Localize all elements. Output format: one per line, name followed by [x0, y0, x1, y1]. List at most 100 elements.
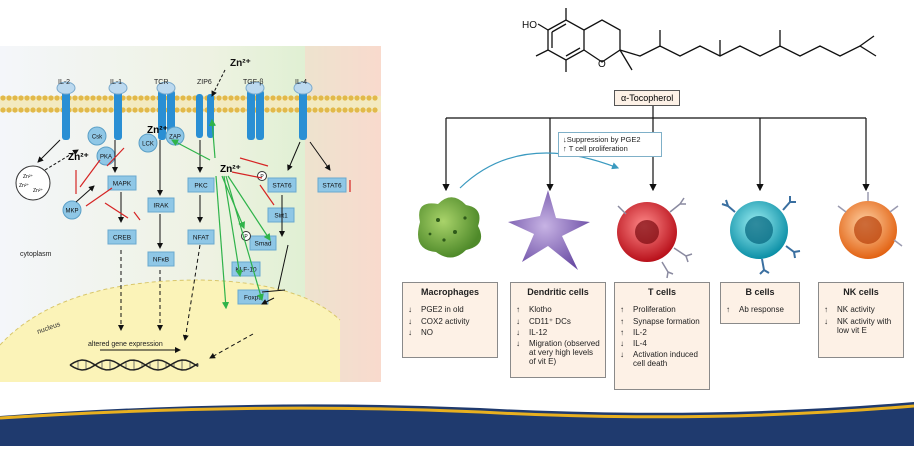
lipid-head	[90, 95, 96, 101]
lipid-head	[102, 107, 108, 113]
svg-text:NFAT: NFAT	[193, 235, 209, 242]
node-0: MAPK	[107, 175, 137, 191]
lipid-head	[174, 95, 180, 101]
lipid-head	[372, 95, 378, 101]
svg-text:KLF-10: KLF-10	[235, 267, 257, 274]
effect-row: ↓Migration (observed at very high levels…	[516, 339, 600, 367]
lipid-head	[222, 95, 228, 101]
nucleus-membrane	[0, 279, 341, 346]
effect-row: ↓NO	[408, 328, 492, 337]
receptor-0: IL-2	[56, 79, 76, 140]
effect-direction: ↑	[620, 327, 624, 337]
lipid-head	[348, 95, 354, 101]
lipid-head	[24, 107, 30, 113]
node-8: NFAT	[187, 229, 215, 245]
b-cell-icon	[721, 196, 801, 275]
dna-icon	[69, 359, 199, 371]
lipid-head	[0, 107, 6, 113]
effect-direction: ↑	[620, 305, 624, 315]
receptor-5: IL-4	[293, 79, 313, 140]
footer-wave	[0, 402, 914, 446]
svg-text:Smad: Smad	[255, 241, 272, 248]
receptor-label-0: IL-2	[58, 79, 70, 86]
node-3: STAT6	[267, 177, 297, 193]
alpha-tocopherol-label: α-Tocopherol	[614, 90, 681, 106]
lipid-head	[240, 95, 246, 101]
lipid-head	[96, 107, 102, 113]
lipid-head	[36, 95, 42, 101]
svg-text:IRAK: IRAK	[153, 203, 169, 210]
lipid-head	[366, 95, 372, 101]
lipid-head	[360, 95, 366, 101]
lipid-head	[78, 107, 84, 113]
lipid-head	[306, 107, 312, 113]
lipid-head	[216, 95, 222, 101]
lipid-head	[30, 95, 36, 101]
lipid-head	[306, 95, 312, 101]
pge2-suppression-line-1: ↓Suppression by PGE2	[563, 135, 641, 144]
lipid-head	[354, 107, 360, 113]
lipid-head	[186, 95, 192, 101]
effect-text: IL-12	[529, 327, 548, 337]
node-7: NFκB	[147, 251, 175, 267]
zinc-pool-label-2: Zn²⁺	[19, 183, 30, 189]
svg-text:MAPK: MAPK	[113, 181, 132, 188]
lipid-head	[54, 95, 60, 101]
lipid-head	[138, 95, 144, 101]
kinase-zap: ZAP	[165, 126, 185, 146]
lipid-head	[276, 95, 282, 101]
lipid-head	[234, 95, 240, 101]
lipid-head	[312, 95, 318, 101]
lipid-head	[282, 95, 288, 101]
ring-oxygen-label: O	[598, 59, 606, 70]
effect-text: CD11⁺ DCs	[529, 316, 571, 326]
lipid-head	[264, 107, 270, 113]
node-1: IRAK	[147, 197, 175, 213]
lipid-head	[336, 95, 342, 101]
cytoplasm-label: cytoplasm	[20, 251, 52, 258]
kinase-lck: LCK	[138, 133, 158, 153]
altered-gene-expression-label: altered gene expression	[88, 341, 163, 348]
node-2: PKC	[187, 177, 215, 193]
lipid-head	[324, 107, 330, 113]
effect-text: NK activity	[837, 305, 875, 315]
lipid-head	[108, 107, 114, 113]
lipid-head	[144, 95, 150, 101]
pge2-suppression-note: ↓Suppression by PGE2 ↑ T cell proliferat…	[558, 132, 662, 157]
cell-effects-box-nk-cells: NK cells↑NK activity↓NK activity with lo…	[818, 282, 904, 358]
lipid-head	[144, 107, 150, 113]
effect-text: NK activity with low vit E	[837, 316, 892, 335]
lipid-head	[96, 95, 102, 101]
lipid-head	[90, 107, 96, 113]
lipid-head	[264, 95, 270, 101]
pathway-arrows	[37, 139, 331, 359]
effect-row: ↑IL-2	[620, 328, 704, 337]
lipid-head	[288, 95, 294, 101]
lipid-head	[312, 107, 318, 113]
lipid-head	[126, 95, 132, 101]
lipid-head	[102, 95, 108, 101]
lipid-head	[84, 95, 90, 101]
tocopherol-structure	[535, 8, 877, 72]
lipid-head	[234, 107, 240, 113]
lipid-head	[180, 107, 186, 113]
lipid-head	[360, 107, 366, 113]
lipid-head	[174, 107, 180, 113]
lipid-head	[222, 107, 228, 113]
svg-text:P: P	[244, 234, 248, 240]
kinase-csk: Csk	[87, 126, 107, 146]
lipid-head	[330, 107, 336, 113]
effect-direction: ↓	[516, 316, 520, 326]
cell-effects-box-dendritic-cells: Dendritic cells↑Klotho↓CD11⁺ DCs↓IL-12↓M…	[510, 282, 606, 378]
lipid-head	[324, 95, 330, 101]
lipid-head	[30, 107, 36, 113]
cell-effects-title: Macrophages	[420, 287, 480, 297]
lipid-head	[228, 95, 234, 101]
lipid-head	[186, 107, 192, 113]
svg-text:P: P	[260, 174, 264, 180]
nk-cell-icon	[837, 192, 903, 259]
cell-effects-title: Dendritic cells	[527, 287, 589, 297]
lipid-head	[294, 95, 300, 101]
lipid-head	[270, 107, 276, 113]
